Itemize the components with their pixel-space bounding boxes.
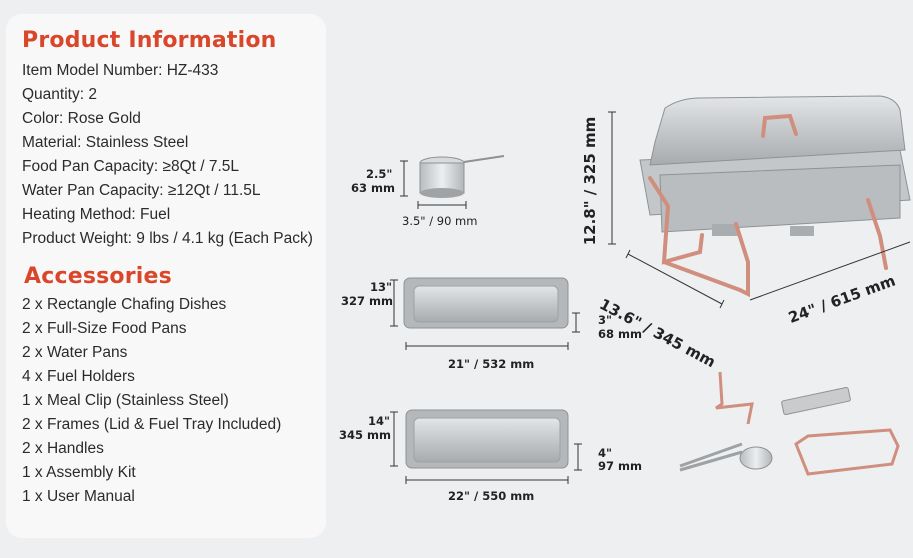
accessories-heading: Accessories bbox=[24, 264, 172, 289]
info-food-pan-capacity: Food Pan Capacity: ≥8Qt / 7.5L bbox=[22, 158, 240, 175]
accessory-item: 2 x Handles bbox=[22, 440, 104, 457]
info-heating-method: Heating Method: Fuel bbox=[22, 206, 171, 223]
accessory-item: 1 x Assembly Kit bbox=[22, 464, 136, 481]
water-pan-depth-in: 14" bbox=[368, 414, 390, 428]
product-info-heading: Product Information bbox=[22, 28, 277, 53]
water-pan-dim-lines bbox=[390, 411, 582, 484]
fuel-holder-image bbox=[419, 155, 505, 198]
accessory-item: 1 x User Manual bbox=[22, 488, 135, 505]
water-pan-image bbox=[405, 409, 569, 469]
accessory-item: 2 x Rectangle Chafing Dishes bbox=[22, 296, 227, 313]
food-pan-length: 21" / 532 mm bbox=[448, 357, 535, 371]
water-pan-length: 22" / 550 mm bbox=[448, 489, 535, 503]
food-pan-depth-mm: 327 mm bbox=[341, 294, 393, 308]
fuel-holder-height-mm: 63 mm bbox=[351, 181, 395, 195]
info-quantity: Quantity: 2 bbox=[22, 86, 97, 103]
info-color: Color: Rose Gold bbox=[22, 110, 141, 127]
accessories-images bbox=[679, 371, 900, 476]
rose-gold-frame bbox=[648, 113, 888, 298]
info-weight: Product Weight: 9 lbs / 4.1 kg (Each Pac… bbox=[22, 230, 313, 247]
accessory-item: 4 x Fuel Holders bbox=[22, 368, 135, 385]
food-pan-image bbox=[403, 277, 569, 329]
accessory-item: 1 x Meal Clip (Stainless Steel) bbox=[22, 392, 229, 409]
info-material: Material: Stainless Steel bbox=[22, 134, 189, 151]
water-pan-depth-mm: 345 mm bbox=[339, 428, 391, 442]
chafer-height: 12.8" / 325 mm bbox=[581, 116, 599, 246]
accessory-item: 2 x Frames (Lid & Fuel Tray Included) bbox=[22, 416, 282, 433]
water-pan-height-in: 4" bbox=[598, 446, 612, 460]
food-pan-dim-lines bbox=[390, 279, 580, 350]
product-info-panel bbox=[6, 14, 326, 538]
chafer-dim-lines bbox=[608, 111, 911, 309]
water-pan-height-mm: 97 mm bbox=[598, 459, 642, 473]
accessory-item: 2 x Full-Size Food Pans bbox=[22, 320, 187, 337]
accessory-item: 2 x Water Pans bbox=[22, 344, 128, 361]
fuel-holder-dim-lines bbox=[400, 160, 467, 209]
chafing-dish-image bbox=[639, 95, 911, 236]
info-water-pan-capacity: Water Pan Capacity: ≥12Qt / 11.5L bbox=[22, 182, 261, 199]
fuel-holder-height-in: 2.5" bbox=[366, 167, 393, 181]
food-pan-height-in: 3" bbox=[598, 313, 612, 327]
food-pan-height-mm: 68 mm bbox=[598, 327, 642, 341]
info-model: Item Model Number: HZ-433 bbox=[22, 62, 219, 79]
fuel-holder-width: 3.5" / 90 mm bbox=[402, 214, 478, 228]
food-pan-depth-in: 13" bbox=[370, 280, 392, 294]
